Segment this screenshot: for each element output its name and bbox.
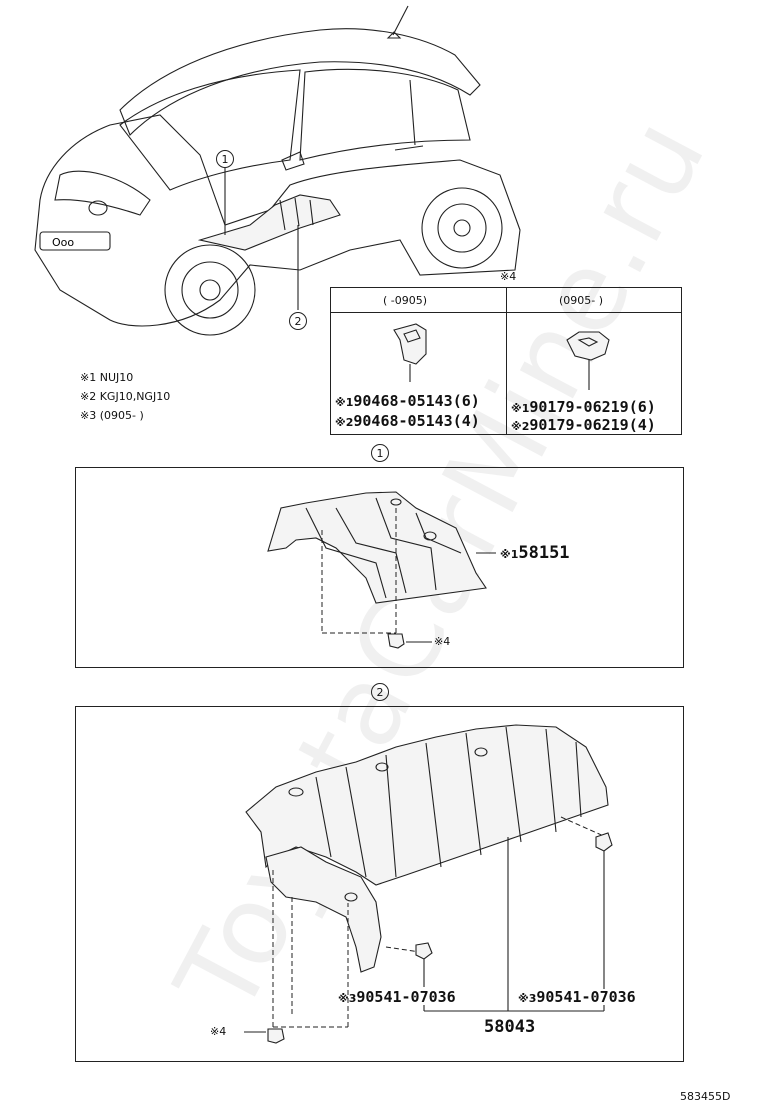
col-header-after: (0905- ) [559, 294, 604, 307]
clip-mark-label: ※4 [210, 1025, 227, 1038]
table-divider-horizontal [331, 312, 681, 314]
section-1-marker: 1 [371, 444, 389, 462]
diagram-code: 583455D [680, 1090, 731, 1103]
nut-right-label: ※390541-07036 [518, 988, 636, 1006]
heat-insulator-main [244, 724, 613, 1044]
clip-table-note: ※4 [500, 270, 517, 283]
part-58151-label: ※158151 [500, 543, 570, 563]
callout-2: 2 [289, 312, 307, 330]
clip-row-old-1: ※190468-05143(6) [335, 392, 480, 410]
clip-icon-new [566, 331, 610, 390]
callout-1: 1 [216, 150, 234, 168]
clip-row-new-2: ※290179-06219(4) [511, 416, 656, 434]
legend-item: ※3 (0905- ) [80, 409, 144, 422]
svg-text:Ooo: Ooo [52, 236, 74, 249]
table-divider-vertical [506, 288, 508, 434]
legend-item: ※1 NUJ10 [80, 371, 134, 384]
legend-item: ※2 KGJ10,NGJ10 [80, 390, 171, 403]
nut-left-label: ※390541-07036 [338, 988, 456, 1006]
legend: ※1 NUJ10 ※2 KGJ10,NGJ10 ※3 (0905- ) [80, 368, 170, 425]
part-58043-label: 58043 [484, 1017, 536, 1037]
section-2-box: ※390541-07036 ※390541-07036 58043 ※4 [75, 706, 684, 1062]
section-2-marker: 2 [371, 683, 389, 701]
clip-row-old-2: ※290468-05143(4) [335, 412, 480, 430]
clip-row-new-1: ※190179-06219(6) [511, 398, 656, 416]
clip-mark-label: ※4 [434, 635, 451, 648]
section-1-box: ※158151 ※4 [75, 467, 684, 668]
clip-table: ( -0905) (0905- ) ※190468-05143(6) ※2904… [330, 287, 682, 435]
clip-icon-old [393, 323, 427, 382]
col-header-before: ( -0905) [383, 294, 428, 307]
heat-insulator-front [267, 491, 496, 649]
